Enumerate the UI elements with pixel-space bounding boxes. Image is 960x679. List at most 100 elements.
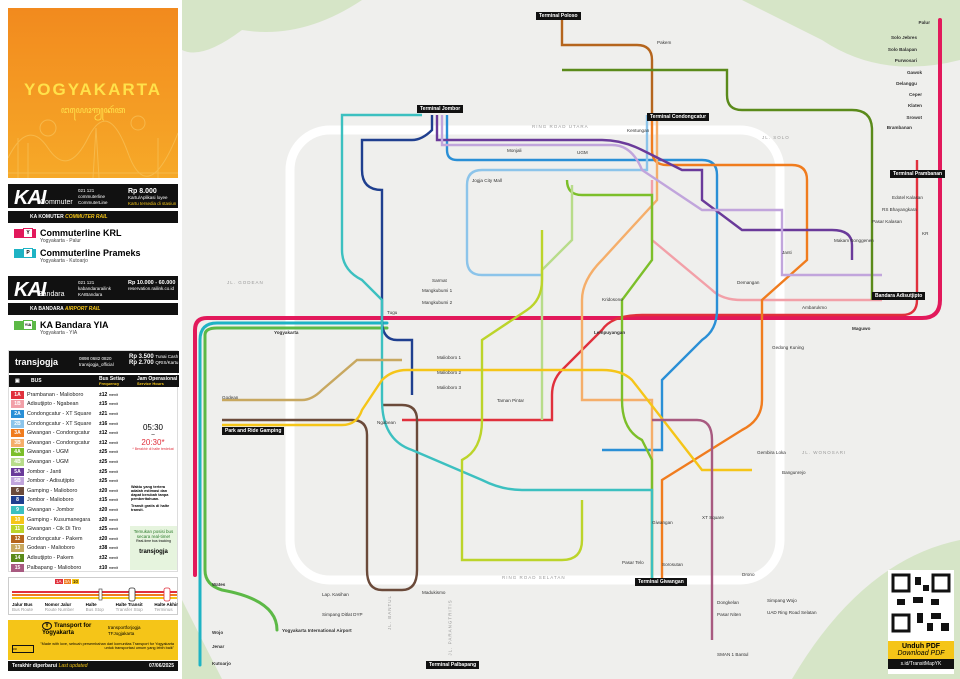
bus-stop-label[interactable]: Giwangan bbox=[652, 520, 673, 525]
bus-stop-label[interactable]: Janti bbox=[782, 250, 792, 255]
bus-stop-label[interactable]: Pasar Telo bbox=[622, 560, 644, 565]
bus-stop-label[interactable]: Sarmat bbox=[432, 278, 447, 283]
station-label[interactable]: Wates bbox=[212, 582, 226, 587]
route-number-badge: 12 bbox=[11, 534, 24, 543]
bus-stop-label[interactable]: UGM bbox=[577, 150, 588, 155]
bus-stop-label[interactable]: Ambarukmo bbox=[802, 305, 827, 310]
bus-stop-label[interactable]: Malioboro 1 bbox=[437, 355, 462, 360]
bus-stop-label[interactable]: Kentungan bbox=[627, 128, 650, 133]
bus-stop-label[interactable]: Tugu bbox=[387, 310, 398, 315]
close-note: * Berakhir di halte terdekat bbox=[132, 447, 174, 451]
terminal-label[interactable]: Terminal Jombor bbox=[417, 105, 464, 113]
terminal-label[interactable]: Terminal Condongcatur bbox=[647, 113, 710, 121]
bus-stop-label[interactable]: Godean bbox=[222, 395, 239, 400]
bus-stop-label[interactable]: Malioboro 3 bbox=[437, 385, 462, 390]
bus-stop-label[interactable]: Makam Songgenen bbox=[834, 238, 874, 243]
instagram[interactable]: transportforjogja bbox=[108, 625, 141, 630]
terminal-label[interactable]: Park and Ride Gamping bbox=[222, 427, 285, 435]
download-url[interactable]: s.id/TransitMapYK bbox=[888, 659, 954, 669]
bus-stop-label[interactable]: Drono bbox=[742, 572, 755, 577]
bus-stop-label[interactable]: UAD Ring Road Selatan bbox=[767, 610, 817, 615]
station-label[interactable]: Jenar bbox=[212, 644, 225, 649]
bus-stop-label[interactable]: Gedong Kuning bbox=[772, 345, 804, 350]
bus-stop-label[interactable]: Edotel Kalasan bbox=[892, 195, 923, 200]
bus-stop-label[interactable]: Mangkubumi 2 bbox=[422, 300, 453, 305]
bus-stop-label[interactable]: Dongkelan bbox=[717, 600, 739, 605]
bus-stop-label[interactable]: Malioboro 2 bbox=[437, 370, 462, 375]
station-label[interactable]: Yogyakarta bbox=[274, 330, 299, 335]
station-label[interactable]: Brambanan bbox=[886, 125, 912, 130]
station-label[interactable]: Palur bbox=[918, 20, 931, 25]
realtime-promo[interactable]: Temukan posisi bus secara real-time!Real… bbox=[130, 526, 177, 570]
bus-stop-label[interactable]: RS Bhayangkara bbox=[882, 207, 917, 212]
station-label[interactable]: Purwosari bbox=[894, 58, 917, 63]
station-label[interactable]: Solo Balapan bbox=[887, 47, 917, 52]
bus-stop-label[interactable]: KR bbox=[922, 231, 929, 236]
station-label[interactable]: Maguwo bbox=[852, 326, 871, 331]
bus-stop-label[interactable]: Bangunrejo bbox=[782, 470, 806, 475]
bus-stop-label[interactable]: Pakem bbox=[657, 40, 672, 45]
station-label[interactable]: Solo Jebres bbox=[890, 35, 917, 40]
bus-stop-label[interactable]: Ngabean bbox=[377, 420, 396, 425]
transit-map[interactable]: RING ROAD UTARA RING ROAD SELATAN JL. WO… bbox=[182, 0, 960, 679]
bus-stop-label[interactable]: Taman Pintar bbox=[497, 398, 525, 403]
road-label: JL. WONOSARI bbox=[802, 450, 847, 455]
station-label[interactable]: Wojo bbox=[212, 630, 224, 635]
station-label[interactable]: Lempuyangan bbox=[594, 330, 626, 335]
x-handle[interactable]: TFJogjakarta bbox=[108, 631, 135, 636]
bus-stop-label[interactable]: Mangkubumi 1 bbox=[422, 288, 453, 293]
bus-stop-label[interactable]: Simpang Ditlat DYP bbox=[322, 612, 363, 617]
station-label[interactable]: Gawok bbox=[906, 70, 922, 75]
station-label[interactable]: Yogyakarta International Airport bbox=[282, 628, 352, 633]
bus-stop-label[interactable]: Sorosutan bbox=[662, 562, 683, 567]
bus-stop-label[interactable]: Kridosono bbox=[602, 297, 623, 302]
bus-stop-label[interactable]: Monjali bbox=[507, 148, 522, 153]
bus-stop-label[interactable]: Pasar Kalasan bbox=[872, 219, 902, 224]
road-label: RING ROAD UTARA bbox=[532, 124, 589, 129]
terminal-label[interactable]: Bandara Adisutjipto bbox=[872, 292, 926, 300]
terminal-label[interactable]: Terminal Prambanan bbox=[890, 170, 946, 178]
station-label[interactable]: Srowot bbox=[906, 115, 922, 120]
terminal-label[interactable]: Terminal Giwangan bbox=[635, 578, 687, 586]
terminal-label[interactable]: Terminal Poloso bbox=[536, 12, 581, 20]
prameks-line bbox=[198, 321, 389, 667]
station-label[interactable]: Klaten bbox=[907, 103, 922, 108]
station-label[interactable]: Kutoarjo bbox=[212, 661, 231, 666]
bus-stop-label[interactable]: Lap. Kasihan bbox=[322, 592, 349, 597]
bus-stop-label[interactable]: Pasar Niten bbox=[717, 612, 742, 617]
bus-stop-label[interactable]: Madukismo bbox=[422, 590, 446, 595]
bus-stop-label[interactable]: Demangan bbox=[737, 280, 760, 285]
station-label[interactable]: Ceper bbox=[908, 92, 922, 97]
terminal-label[interactable]: Terminal Palbapang bbox=[426, 661, 480, 669]
station-label[interactable]: Delanggu bbox=[896, 81, 917, 86]
bus-stop-label[interactable]: Jogja City Mall bbox=[472, 178, 502, 183]
bus-stop-label[interactable]: Simpang Wojo bbox=[767, 598, 797, 603]
fare-cash-note: Tunai Cash bbox=[155, 354, 179, 359]
bus-stop-label[interactable]: Gembira Loka bbox=[757, 450, 786, 455]
bus-stop-label[interactable]: XT Square bbox=[702, 515, 724, 520]
bus-stop-label[interactable]: SMAN 1 Bantul bbox=[717, 652, 749, 657]
